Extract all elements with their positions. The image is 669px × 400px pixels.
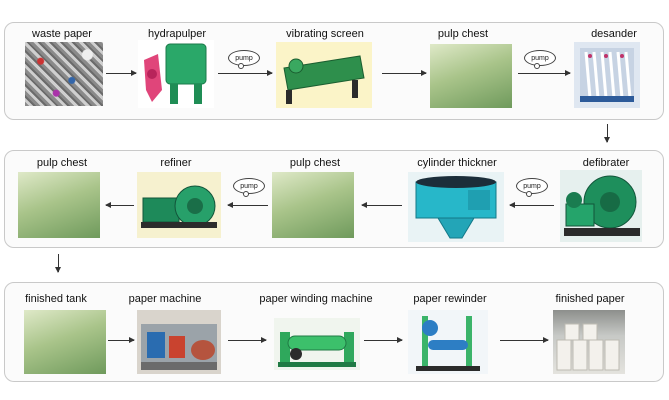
label-pulp-chest-3: pulp chest [289,157,341,169]
arrow-3 [382,70,427,76]
arrow-9 [108,337,135,343]
arrow-10 [228,337,267,343]
label-finished-tank: finished tank [25,293,87,305]
label-cylinder-thickner: cylinder thickner [417,157,497,169]
finished-paper-image [553,310,625,374]
arrow-6 [361,202,402,208]
arrow-8 [105,202,134,208]
arrow-2 [218,70,273,76]
label-defibrater: defibrater [582,157,630,169]
arrow-down-1 [604,124,610,143]
arrow-down-2 [55,254,61,273]
pulp-chest-3-image [272,172,354,238]
label-refiner: refiner [160,157,192,169]
waste-paper-image [25,42,103,106]
pulp-chest-1-image [430,44,512,108]
pump-bubble-4: pump [233,178,265,197]
label-paper-machine: paper machine [128,293,202,305]
label-waste-paper: waste paper [32,28,92,40]
arrow-4 [518,70,571,76]
desander-image [574,42,640,108]
label-hydrapulper: hydrapulper [147,28,207,40]
vibrating-screen-image [276,42,372,108]
defibrater-image [560,170,642,242]
arrow-11 [364,337,403,343]
pump-bubble-3: pump [516,178,548,197]
paper-winding-machine-image [274,318,360,370]
arrow-7 [227,202,268,208]
paper-rewinder-image [408,310,488,374]
label-finished-paper: finished paper [555,293,625,305]
pump-bubble-2: pump [524,50,556,69]
arrow-5 [509,202,554,208]
label-paper-winding-machine: paper winding machine [259,293,373,305]
arrow-1 [106,70,137,76]
paper-machine-image [137,310,221,374]
cylinder-thickner-image [408,172,504,242]
arrow-12 [500,337,549,343]
hydrapulper-image [138,40,214,108]
label-pulp-chest-1: pulp chest [437,28,489,40]
label-paper-rewinder: paper rewinder [413,293,487,305]
refiner-image [137,172,221,238]
label-pulp-chest-2: pulp chest [36,157,88,169]
pump-bubble-1: pump [228,50,260,69]
finished-tank-image [24,310,106,374]
label-desander: desander [591,28,637,40]
label-vibrating-screen: vibrating screen [286,28,364,40]
pulp-chest-4-image [18,172,100,238]
